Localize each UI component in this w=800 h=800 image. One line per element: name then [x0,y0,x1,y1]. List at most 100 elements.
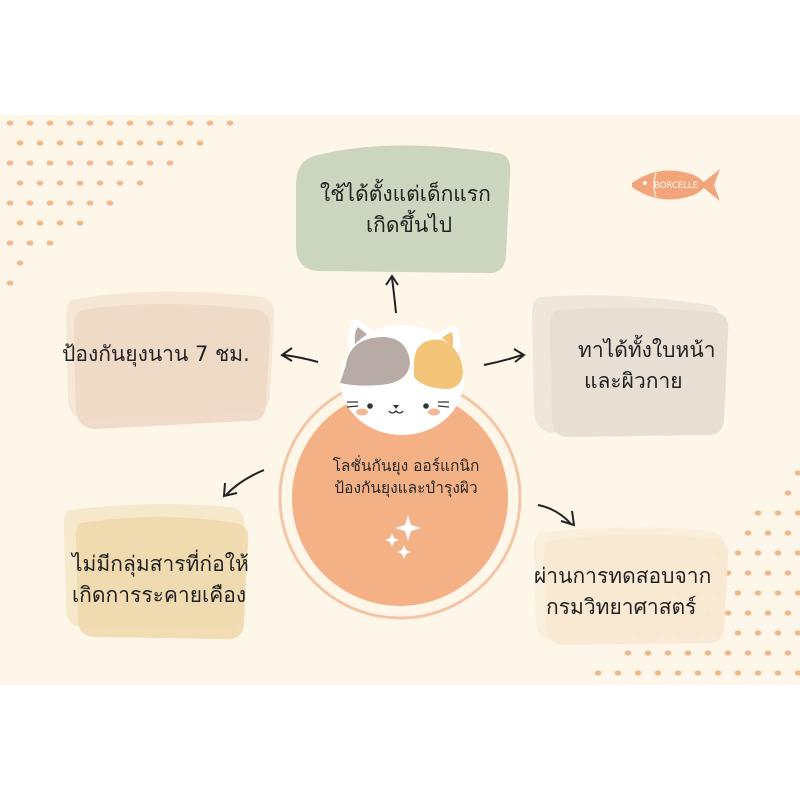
decorative-dot [6,160,14,166]
arrow-to-right [483,354,523,366]
decorative-dot [46,200,54,206]
decorative-dot [136,140,144,146]
decorative-dot [226,120,234,126]
decorative-dot [6,240,14,246]
decorative-dot [754,550,762,556]
decorative-dot [56,180,64,186]
decorative-dot [76,220,84,226]
decorative-dot [36,220,44,226]
decorative-dot [136,180,144,186]
decorative-dot [116,140,124,146]
arrow-to-top [391,277,397,314]
decorative-dot [794,630,800,636]
decorative-dot [784,650,792,656]
decorative-dot [186,120,194,126]
decorative-dot [166,160,174,166]
decorative-dot [634,670,642,676]
decorative-dot [734,550,742,556]
decorative-dot [754,510,762,516]
decorative-dot [774,510,782,516]
decorative-dot [784,490,792,496]
decorative-dot [744,650,752,656]
decorative-dot [26,200,34,206]
node-bottom-left-text: ไม่มีกลุ่มสารที่ก่อให้ เกิดการระคายเคือง [72,549,249,611]
decorative-dot [206,120,214,126]
sparkle-icon [385,515,421,559]
decorative-dot [694,670,702,676]
decorative-dot [764,530,772,536]
decorative-dot [684,650,692,656]
decorative-dot [146,120,154,126]
node-top-blob [296,145,511,274]
decorative-dot [754,630,762,636]
decorative-dot [26,160,34,166]
decorative-dot [96,140,104,146]
decorative-dot [734,630,742,636]
decorative-dot [166,120,174,126]
center-circle [292,390,508,606]
decorative-dot [196,140,204,146]
decorative-dot [106,160,114,166]
decorative-dot [66,120,74,126]
dot-pattern-top-left [6,120,234,286]
decorative-dot [674,670,682,676]
decorative-dot [86,200,94,206]
infographic-canvas: BORCELLE ใช้ได้ตั้งแต่เด็กแรก เกิดขึ้นไป… [0,115,800,685]
decorative-dot [714,670,722,676]
decorative-dot [734,590,742,596]
arrow-to-bottom-right [537,504,573,526]
node-left-line1: ป้องกันยุงนาน 7 ชม. [62,342,250,366]
decorative-dot [794,510,800,516]
decorative-dot [794,550,800,556]
decorative-dot [744,570,752,576]
decorative-dot [794,670,800,676]
decorative-dot [764,570,772,576]
node-bottom-right-line2: กรมวิทยาศาสตร์ [546,595,697,619]
node-right-blob [532,295,729,437]
decorative-dot [744,530,752,536]
decorative-dot [774,670,782,676]
decorative-dot [126,160,134,166]
center-title-line2: ป้องกันยุงและบำรุงผิว [334,479,478,497]
decorative-dot [16,140,24,146]
decorative-dot [86,120,94,126]
decorative-dot [734,670,742,676]
decorative-dot [76,180,84,186]
decorative-dot [774,590,782,596]
decorative-dot [764,650,772,656]
decorative-dot [754,590,762,596]
decorative-dot [724,650,732,656]
decorative-dot [6,280,14,286]
decorative-dot [106,120,114,126]
decorative-dot [774,550,782,556]
decorative-dot [724,610,732,616]
decorative-dot [16,220,24,226]
decorative-dot [784,530,792,536]
node-left-blob [66,291,275,429]
decorative-dot [16,180,24,186]
decorative-dot [66,160,74,166]
decorative-dot [126,120,134,126]
decorative-dot [784,570,792,576]
arrow-to-bottom-left [225,469,265,496]
decorative-dot [784,610,792,616]
decorative-dot [116,180,124,186]
decorative-dot [764,610,772,616]
decorative-dot [614,670,622,676]
decorative-dot [16,260,24,266]
decorative-dot [66,200,74,206]
node-bottom-left-line2: เกิดการระคายเคือง [72,583,247,607]
node-top-line1: ใช้ได้ตั้งแต่เด็กแรก [320,182,491,206]
decorative-dot [36,180,44,186]
decorative-dot [794,590,800,596]
decorative-dot [156,140,164,146]
decoration-layer: BORCELLE [6,120,800,676]
decorative-dot [146,160,154,166]
center-title-line1: โลชั่นกันยุง ออร์แกนิก [332,457,480,475]
fish-logo: BORCELLE [632,169,720,201]
decorative-dot [654,670,662,676]
decorative-dot [6,120,14,126]
decorative-dot [46,240,54,246]
node-bottom-right-text: ผ่านการทดสอบจาก กรมวิทยาศาสตร์ [534,561,711,623]
decorative-dot [176,140,184,146]
